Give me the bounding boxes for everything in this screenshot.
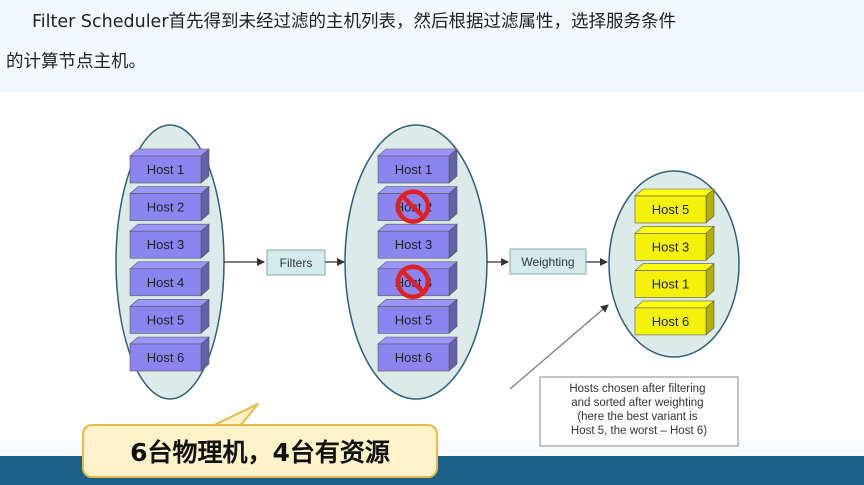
- host-box-top: [129, 148, 210, 157]
- unfiltered-host-box: Host 3: [129, 223, 210, 259]
- host-label: Host 3: [652, 239, 690, 254]
- intro-line-1: Filter Scheduler首先得到未经过滤的主机列表，然后根据过滤属性，选…: [32, 12, 677, 32]
- weighting-stage-label: Weighting: [521, 255, 574, 269]
- filtered-host-box: Host 2: [377, 185, 458, 222]
- host-box-face: [634, 270, 707, 298]
- host-box-top: [129, 336, 210, 345]
- note-line-2: and sorted after weighting: [571, 397, 703, 409]
- host-label: Host 1: [395, 162, 433, 177]
- host-box-face: [377, 343, 450, 372]
- host-label: Host 6: [395, 350, 433, 365]
- host-box-top: [129, 299, 210, 307]
- host-box-top: [129, 223, 210, 232]
- callout-text: 6台物理机，4台有资源: [130, 438, 390, 467]
- note-pointer-arrow: [509, 304, 609, 390]
- filters-stage: [266, 249, 326, 276]
- unfiltered-host-box: Host 6: [129, 336, 210, 372]
- filters-stage-label: Filters: [280, 256, 313, 270]
- host-box-face: [129, 306, 202, 334]
- intro-paragraph: Filter Scheduler首先得到未经过滤的主机列表，然后根据过滤属性，选…: [6, 2, 862, 82]
- host-box-face: [129, 230, 202, 259]
- host-box-top: [129, 261, 210, 270]
- ranked-host-box: Host 6: [634, 300, 715, 336]
- host-box-face: [377, 230, 450, 259]
- host-label: Host 5: [652, 202, 690, 217]
- note-line-3: (here the best variant is: [577, 411, 697, 423]
- ranked-hosts-column: Host 5 Host 3 Host 1 Host 6: [634, 188, 715, 336]
- result-note-text: Hosts chosen after filtering and sorted …: [569, 383, 708, 437]
- prohibited-icon: [395, 189, 431, 224]
- intro-line-2: 的计算节点主机。: [6, 52, 146, 72]
- callout-annotation: 6台物理机，4台有资源: [82, 424, 438, 478]
- unfiltered-host-box: Host 2: [129, 185, 210, 222]
- host-box-top: [377, 223, 458, 232]
- weighting-stage: [509, 248, 587, 275]
- host-box-face: [634, 233, 707, 261]
- unfiltered-hosts-column: Host 1 Host 2 Host 3 Host 4 Host 5 Host 6: [129, 148, 210, 372]
- host-label: Host 3: [395, 237, 433, 252]
- filtered-host-box: Host 6: [377, 336, 458, 372]
- host-box-top: [377, 336, 458, 345]
- host-box-face: [634, 195, 707, 224]
- host-label: Host 1: [147, 162, 185, 177]
- host-label: Host 3: [147, 237, 185, 252]
- host-label: Host 5: [395, 312, 433, 327]
- host-box-face: [377, 306, 450, 334]
- host-box-face: [129, 193, 202, 221]
- note-line-4: Host 5, the worst – Host 6): [571, 425, 707, 437]
- ranked-host-box: Host 1: [634, 262, 715, 299]
- host-box-top: [377, 148, 458, 157]
- slide-header: Filter Scheduler首先得到未经过滤的主机列表，然后根据过滤属性，选…: [0, 0, 864, 92]
- host-box-face: [129, 268, 202, 297]
- host-label: Host 2: [147, 200, 185, 215]
- callout-pointer: [211, 403, 259, 427]
- host-label: Host 6: [147, 350, 185, 365]
- filtered-host-box: Host 1: [377, 148, 458, 184]
- unfiltered-host-box: Host 4: [129, 261, 210, 297]
- unfiltered-host-box: Host 1: [129, 148, 210, 184]
- host-box-top: [634, 300, 715, 309]
- host-box-top: [129, 186, 210, 194]
- result-note-box: [539, 376, 739, 447]
- host-box-top: [634, 188, 715, 197]
- filtered-host-box: Host 3: [377, 223, 458, 259]
- host-box-face: [634, 307, 707, 336]
- unfiltered-host-box: Host 5: [129, 298, 210, 335]
- host-box-face: [377, 155, 450, 184]
- host-box-top: [634, 226, 715, 234]
- host-label: Host 6: [652, 314, 690, 329]
- filtered-host-box: Host 5: [377, 298, 458, 335]
- host-label: Host 4: [147, 275, 185, 290]
- note-line-1: Hosts chosen after filtering: [569, 383, 705, 395]
- host-box-top: [377, 299, 458, 307]
- host-box-face: [129, 155, 202, 184]
- ranked-host-box: Host 3: [634, 225, 715, 261]
- prohibited-icon: [395, 264, 431, 300]
- host-label: Host 5: [147, 312, 185, 327]
- ranked-host-box: Host 5: [634, 188, 715, 224]
- host-label: Host 1: [652, 277, 690, 292]
- host-box-top: [634, 263, 715, 271]
- host-box-face: [129, 343, 202, 372]
